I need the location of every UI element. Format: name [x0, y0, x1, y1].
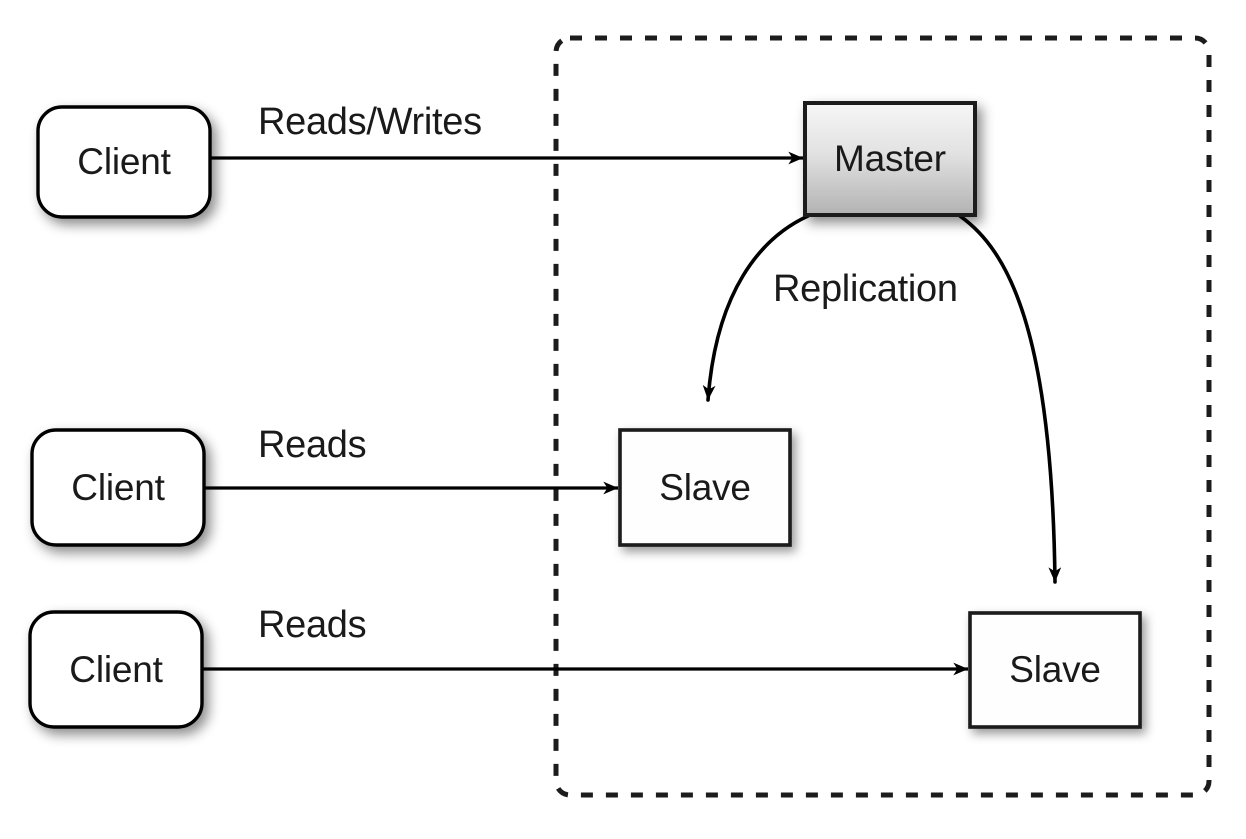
- node-client-3[interactable]: [28, 610, 204, 729]
- edge-label-replication: Replication: [773, 268, 958, 310]
- node-slave-1[interactable]: [618, 428, 792, 547]
- edge-label-reads-slave-2: Reads: [258, 604, 367, 646]
- edge-label-reads-writes: Reads/Writes: [258, 101, 482, 143]
- cluster-boundary: [553, 35, 1212, 798]
- node-client-1[interactable]: [36, 105, 212, 219]
- node-client-2[interactable]: [30, 428, 206, 547]
- node-master[interactable]: [803, 101, 977, 217]
- edge-label-reads-slave-1: Reads: [258, 424, 367, 466]
- connector-master-slave2: [958, 214, 1062, 584]
- connector-master-slave1: [702, 214, 810, 402]
- node-slave-2[interactable]: [968, 611, 1142, 729]
